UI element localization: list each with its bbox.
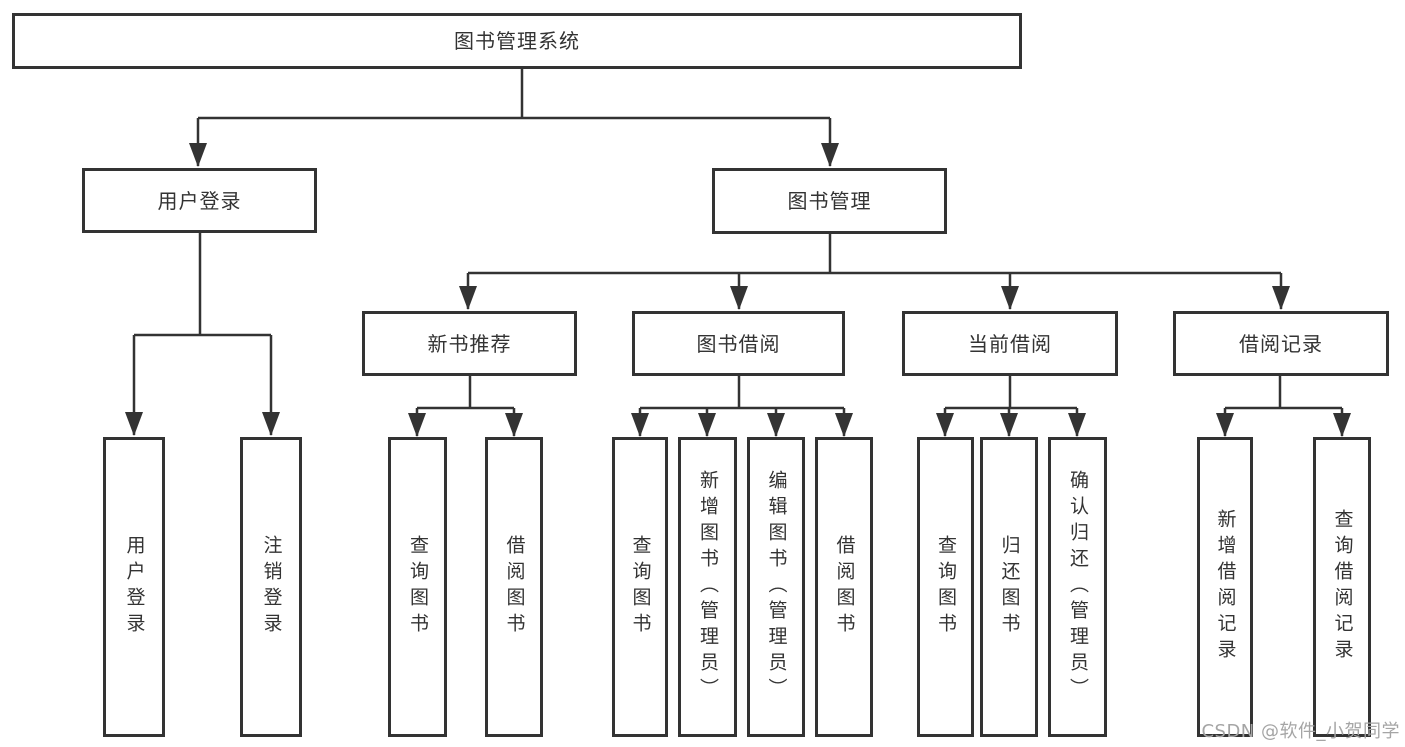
node-user-login: 用户登录 xyxy=(82,168,317,233)
node-label: 查询借阅记录 xyxy=(1331,509,1354,665)
node-label: 查询图书 xyxy=(629,535,652,639)
node-borrow-records: 借阅记录 xyxy=(1173,311,1389,376)
csdn-watermark: CSDN @软件_小贺同学 xyxy=(1201,721,1400,742)
leaf-logout-login: 注销登录 xyxy=(240,437,302,737)
node-label: 查询图书 xyxy=(407,535,429,639)
node-label: 借阅记录 xyxy=(1239,331,1323,356)
node-label: 编辑图书（管理员） xyxy=(765,470,788,704)
node-label: 确认归还（管理员） xyxy=(1067,470,1089,704)
leaf-add-book-admin: 新增图书（管理员） xyxy=(678,437,737,737)
node-label: 新增图书（管理员） xyxy=(697,470,719,704)
leaf-query-books-borrow: 查询图书 xyxy=(612,437,668,737)
node-label: 归还图书 xyxy=(998,535,1021,639)
node-current-borrow: 当前借阅 xyxy=(902,311,1118,376)
node-label: 借阅图书 xyxy=(833,535,856,639)
node-book-borrow: 图书借阅 xyxy=(632,311,845,376)
node-book-management: 图书管理 xyxy=(712,168,947,234)
leaf-edit-book-admin: 编辑图书（管理员） xyxy=(747,437,805,737)
leaf-add-borrow-record: 新增借阅记录 xyxy=(1197,437,1253,737)
node-label: 借阅图书 xyxy=(503,535,526,639)
node-label: 图书借阅 xyxy=(696,331,781,356)
node-label: 当前借阅 xyxy=(968,331,1052,356)
leaf-borrow-books-recommend: 借阅图书 xyxy=(485,437,543,737)
node-label: 图书管理系统 xyxy=(454,29,580,53)
node-label: 用户登录 xyxy=(123,535,146,639)
leaf-confirm-return-admin: 确认归还（管理员） xyxy=(1048,437,1107,737)
node-library-management-system: 图书管理系统 xyxy=(12,13,1022,69)
leaf-query-books-current: 查询图书 xyxy=(917,437,974,737)
node-label: 查询图书 xyxy=(935,535,957,639)
leaf-user-login: 用户登录 xyxy=(103,437,165,737)
node-label: 新增借阅记录 xyxy=(1214,509,1237,665)
leaf-borrow-books-borrow: 借阅图书 xyxy=(815,437,873,737)
node-label: 注销登录 xyxy=(260,535,283,639)
leaf-return-book: 归还图书 xyxy=(980,437,1038,737)
node-label: 新书推荐 xyxy=(427,331,512,356)
node-new-book-recommend: 新书推荐 xyxy=(362,311,577,376)
leaf-query-books-recommend: 查询图书 xyxy=(388,437,447,737)
node-label: 图书管理 xyxy=(787,189,872,213)
leaf-query-borrow-record: 查询借阅记录 xyxy=(1313,437,1371,737)
node-label: 用户登录 xyxy=(157,188,242,213)
